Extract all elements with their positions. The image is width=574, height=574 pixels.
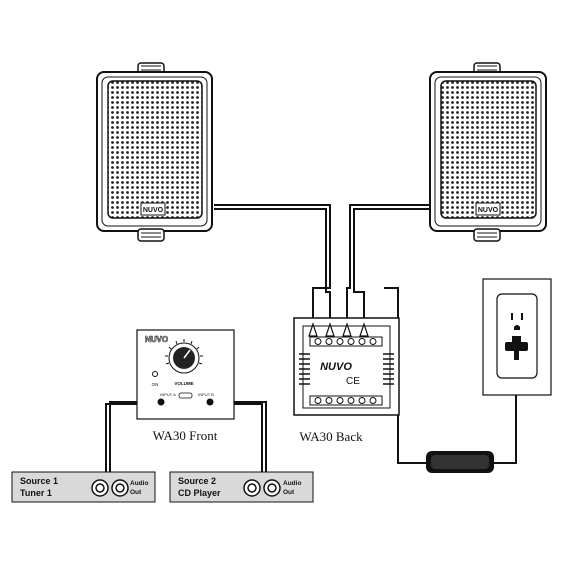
- right-speaker-wire-b: [353, 208, 435, 330]
- wa30-back-caption: WA30 Back: [299, 429, 363, 444]
- input-b-jack-icon: [206, 398, 214, 406]
- left-speaker-wire-b: [214, 208, 331, 330]
- left-speaker-wire-a: [214, 204, 331, 330]
- power-adapter-icon: [426, 451, 494, 473]
- speaker-terminals: [309, 336, 383, 347]
- speaker-grille: [440, 80, 537, 219]
- heatsink-fins: [299, 353, 394, 385]
- right-speaker: NUVO: [429, 62, 547, 242]
- amp-back-logo: NUVO: [320, 361, 352, 373]
- source-1-name: Source 1: [20, 476, 58, 486]
- speaker-bracket-bottom: [473, 228, 501, 242]
- power-led-icon: [152, 371, 158, 377]
- source-1-out-label-1: Audio: [130, 480, 148, 487]
- plug-icon: [505, 342, 528, 351]
- ce-mark: CE: [346, 376, 360, 387]
- source-1-device-name: Tuner 1: [20, 488, 52, 498]
- right-speaker-wire-a: [346, 204, 435, 330]
- input-a-jack-icon: [157, 398, 165, 406]
- speaker-logo: NUVO: [143, 207, 164, 214]
- wa30-front-unit: NUVO ON VOLUME INPUT A INPUT B: [136, 329, 235, 420]
- wire-entry-clips: [308, 322, 369, 337]
- wa30-back-unit: NUVO CE: [293, 317, 400, 416]
- volume-knob-icon: [165, 339, 203, 374]
- input-a-label: INPUT A: [160, 392, 176, 397]
- bottom-terminals: [309, 395, 383, 406]
- input-selector-switch: [178, 392, 193, 399]
- source-2-out-label-1: Audio: [283, 480, 301, 487]
- amp-front-logo: NUVO: [145, 335, 168, 344]
- speaker-logo-badge: [140, 202, 166, 216]
- speaker-bracket-bottom: [137, 228, 165, 242]
- source-1-device: Source 1 Tuner 1 Audio Out: [11, 471, 156, 503]
- speaker-logo: NUVO: [478, 207, 499, 214]
- source-2-name: Source 2: [178, 476, 216, 486]
- source-2-device-name: CD Player: [178, 488, 221, 498]
- source-2-out-label-2: Out: [283, 489, 295, 496]
- input-b-label: INPUT B: [198, 392, 214, 397]
- speaker-logo-badge: [475, 202, 501, 216]
- wall-outlet-icon: [482, 278, 552, 396]
- on-label: ON: [152, 382, 159, 387]
- volume-label: VOLUME: [174, 381, 193, 386]
- wa30-front-caption: WA30 Front: [153, 428, 218, 443]
- source-2-device: Source 2 CD Player Audio Out: [169, 471, 314, 503]
- source-1-out-label-2: Out: [130, 489, 142, 496]
- left-speaker: NUVO: [96, 62, 213, 242]
- speaker-grille: [107, 80, 203, 219]
